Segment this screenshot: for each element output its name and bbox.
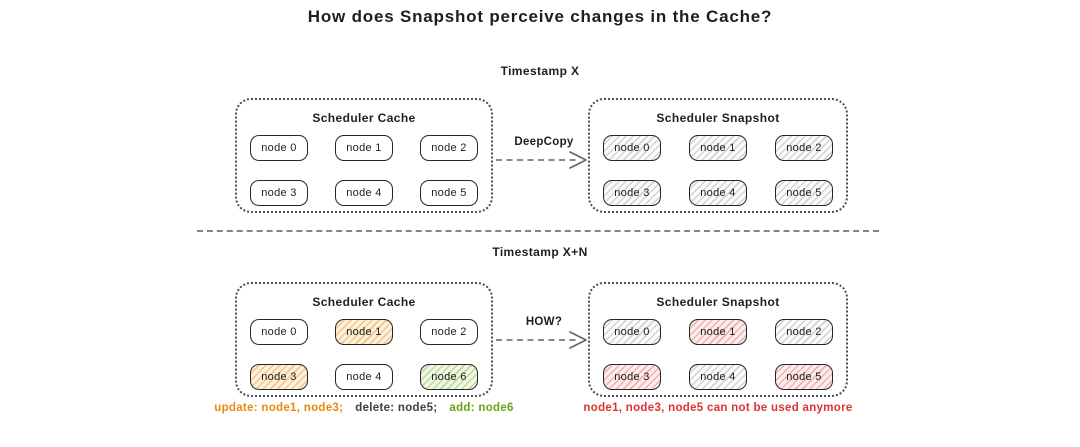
node-row: node 3 node 4 node 5 <box>590 364 846 390</box>
scheduler-snapshot-box-t1: Scheduler Snapshot node 0 node 1 node 2 … <box>588 98 848 213</box>
dashed-arrow-icon <box>496 151 587 169</box>
node-box: node 2 <box>775 135 833 161</box>
caption-invalid-segment: node1, node3, node5 can not be used anym… <box>583 402 853 414</box>
node-box: node 5 <box>420 180 478 206</box>
node-box: node 5 <box>775 180 833 206</box>
node-row: node 0 node 1 node 2 <box>237 135 491 161</box>
page-title: How does Snapshot perceive changes in th… <box>307 7 773 26</box>
how-arrow-label: HOW? <box>525 316 563 328</box>
cache-change-caption: update: node1, node3; delete: node5; add… <box>214 402 513 414</box>
node-row: node 3 node 4 node 6 <box>237 364 491 390</box>
node-box: node 5 <box>775 364 833 390</box>
dashed-arrow-icon <box>496 331 587 349</box>
caption-update-segment: update: node1, node3; <box>214 402 344 414</box>
deepcopy-arrow-label: DeepCopy <box>514 136 574 148</box>
node-box: node 0 <box>603 135 661 161</box>
how-arrow: HOW? <box>492 316 596 356</box>
scheduler-snapshot-title: Scheduler Snapshot <box>656 295 780 309</box>
node-box: node 1 <box>689 319 747 345</box>
snapshot-invalid-caption: node1, node3, node5 can not be used anym… <box>583 402 852 414</box>
deepcopy-arrow: DeepCopy <box>492 136 596 176</box>
node-box: node 1 <box>689 135 747 161</box>
node-row: node 3 node 4 node 5 <box>590 180 846 206</box>
caption-delete-segment: delete: node5; <box>355 402 438 414</box>
node-row: node 0 node 1 node 2 <box>590 135 846 161</box>
node-box: node 6 <box>420 364 478 390</box>
node-row: node 0 node 1 node 2 <box>590 319 846 345</box>
caption-add-segment: add: node6 <box>449 402 514 414</box>
node-box: node 1 <box>335 319 393 345</box>
node-box: node 1 <box>335 135 393 161</box>
node-box: node 3 <box>250 364 308 390</box>
scheduler-cache-box-t2: Scheduler Cache node 0 node 1 node 2 nod… <box>235 282 493 397</box>
node-box: node 3 <box>603 180 661 206</box>
node-row: node 3 node 4 node 5 <box>237 180 491 206</box>
timestamp-xn-label: Timestamp X+N <box>492 245 588 259</box>
node-box: node 2 <box>420 135 478 161</box>
timestamp-x-label: Timestamp X <box>500 64 580 78</box>
node-row: node 0 node 1 node 2 <box>237 319 491 345</box>
scheduler-cache-title: Scheduler Cache <box>312 111 416 125</box>
node-box: node 0 <box>250 319 308 345</box>
node-box: node 0 <box>250 135 308 161</box>
scheduler-snapshot-title: Scheduler Snapshot <box>656 111 780 125</box>
timeline-divider <box>197 230 879 232</box>
node-box: node 2 <box>420 319 478 345</box>
scheduler-snapshot-box-t2: Scheduler Snapshot node 0 node 1 node 2 … <box>588 282 848 397</box>
scheduler-cache-title: Scheduler Cache <box>312 295 416 309</box>
node-box: node 4 <box>335 180 393 206</box>
node-box: node 2 <box>775 319 833 345</box>
node-box: node 0 <box>603 319 661 345</box>
node-box: node 4 <box>689 180 747 206</box>
node-box: node 4 <box>335 364 393 390</box>
scheduler-cache-box-t1: Scheduler Cache node 0 node 1 node 2 nod… <box>235 98 493 213</box>
node-box: node 4 <box>689 364 747 390</box>
node-box: node 3 <box>603 364 661 390</box>
node-box: node 3 <box>250 180 308 206</box>
